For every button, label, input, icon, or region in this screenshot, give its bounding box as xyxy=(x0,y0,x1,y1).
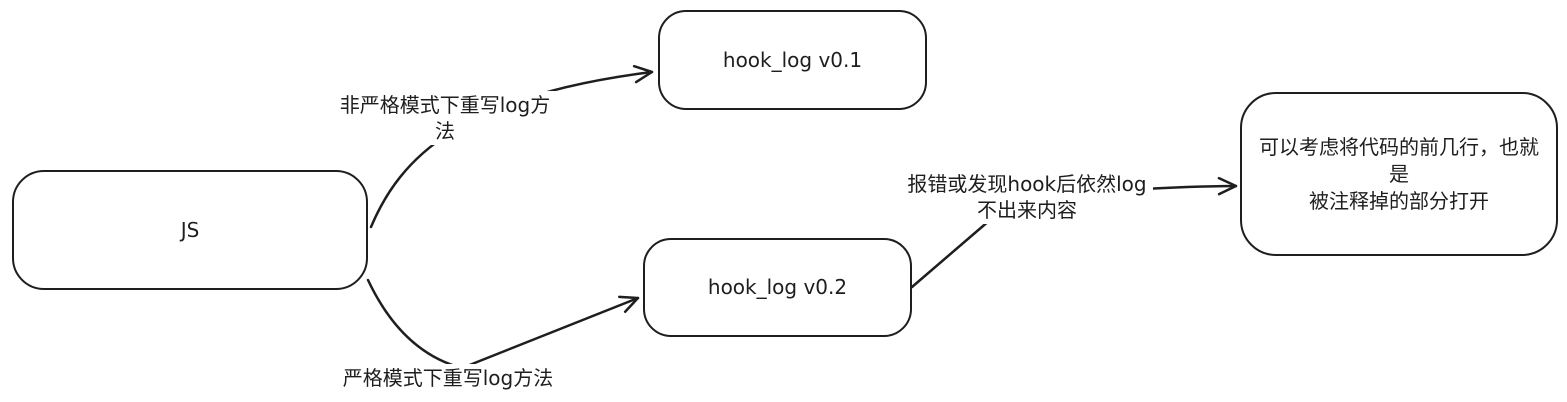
node-fix-suggestion: 可以考虑将代码的前几行，也就是 被注释掉的部分打开 xyxy=(1240,92,1558,256)
node-hook-log-v02-label: hook_log v0.2 xyxy=(707,275,848,299)
edge-label-strict-mode: 严格模式下重写log方法 xyxy=(332,364,564,392)
node-hook-log-v01: hook_log v0.1 xyxy=(658,10,927,110)
node-fix-suggestion-label: 可以考虑将代码的前几行，也就是 被注释掉的部分打开 xyxy=(1259,134,1539,213)
edge-label-hook-error: 报错或发现hook后依然log 不出来内容 xyxy=(901,170,1153,224)
node-js-label: JS xyxy=(180,217,200,242)
node-hook-log-v01-label: hook_log v0.1 xyxy=(722,47,863,72)
node-hook-log-v02: hook_log v0.2 xyxy=(643,238,912,337)
node-js: JS xyxy=(12,170,368,290)
edge-label-nonstrict-mode: 非严格模式下重写log方 法 xyxy=(331,91,559,145)
arrow-js-to-v02 xyxy=(366,278,640,370)
